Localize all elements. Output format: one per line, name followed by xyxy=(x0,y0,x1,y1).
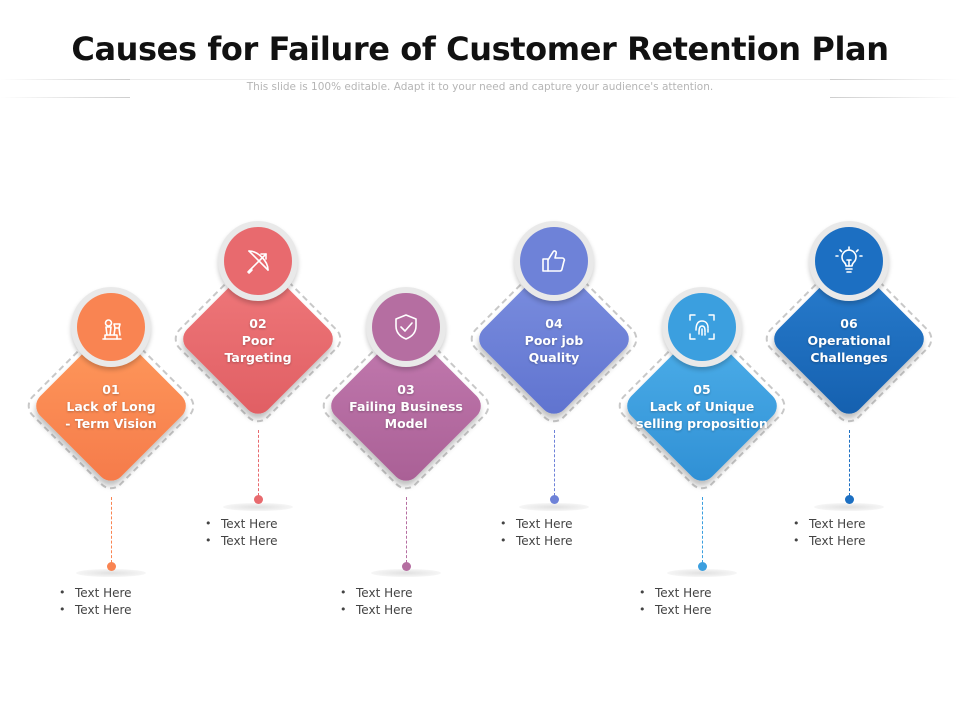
connector-dot xyxy=(550,495,559,504)
bullet-item: Text Here xyxy=(637,602,712,619)
step-title-line2: Quality xyxy=(528,350,580,365)
bullet-item: Text Here xyxy=(498,533,573,550)
decorative-line xyxy=(130,79,830,80)
decorative-line xyxy=(830,97,960,98)
bow-arrow-icon xyxy=(224,227,292,295)
bullet-item: Text Here xyxy=(498,516,573,533)
dot-shadow xyxy=(371,569,441,577)
bullet-item: Text Here xyxy=(791,516,866,533)
page-subtitle: This slide is 100% editable. Adapt it to… xyxy=(246,81,714,93)
bullet-item: Text Here xyxy=(57,585,132,602)
shield-check-icon xyxy=(372,293,440,361)
thumbs-up-icon xyxy=(520,227,588,295)
step-02: 02 Poor Targeting Text Here Text Here xyxy=(168,0,348,720)
connector-dot xyxy=(402,562,411,571)
step-03: 03 Failing Business Model Text Here Text… xyxy=(316,0,496,720)
bullet-item: Text Here xyxy=(338,585,413,602)
step-label: 03 Failing Business Model xyxy=(316,381,496,432)
step-label: 02 Poor Targeting xyxy=(168,315,348,366)
connector-line xyxy=(702,497,703,563)
connector-line xyxy=(111,497,112,563)
bullet-item: Text Here xyxy=(637,585,712,602)
connector-line xyxy=(258,430,259,496)
bullet-item: Text Here xyxy=(57,602,132,619)
dot-shadow xyxy=(519,503,589,511)
step-title-line1: Lack of Unique xyxy=(649,399,755,414)
step-title-line1: Operational xyxy=(807,333,891,348)
step-title-line2: selling proposition xyxy=(636,416,768,431)
connector-line xyxy=(554,430,555,496)
step-title-line2: - Term Vision xyxy=(65,416,157,431)
connector-dot xyxy=(107,562,116,571)
icon-ring xyxy=(366,287,446,367)
step-number: 05 xyxy=(693,382,711,397)
chess-pieces-icon xyxy=(77,293,145,361)
dot-shadow xyxy=(223,503,293,511)
step-number: 03 xyxy=(397,382,415,397)
bullet-list: Text Here Text Here xyxy=(498,516,573,549)
connector-dot xyxy=(254,495,263,504)
step-number: 01 xyxy=(102,382,120,397)
dot-shadow xyxy=(76,569,146,577)
step-05: 05 Lack of Unique selling proposition Te… xyxy=(612,0,792,720)
step-title-line1: Poor xyxy=(241,333,275,348)
bullet-item: Text Here xyxy=(203,516,278,533)
icon-ring xyxy=(218,221,298,301)
bullet-item: Text Here xyxy=(791,533,866,550)
decorative-line xyxy=(0,79,130,80)
step-06: 06 Operational Challenges Text Here Text… xyxy=(759,0,939,720)
icon-ring xyxy=(514,221,594,301)
step-title-line1: Poor job xyxy=(524,333,584,348)
step-label: 06 Operational Challenges xyxy=(759,315,939,366)
icon-ring xyxy=(662,287,742,367)
bullet-list: Text Here Text Here xyxy=(57,585,132,618)
icon-ring xyxy=(809,221,889,301)
connector-dot xyxy=(845,495,854,504)
step-title-line2: Challenges xyxy=(810,350,888,365)
bullet-list: Text Here Text Here xyxy=(203,516,278,549)
step-number: 02 xyxy=(249,316,267,331)
step-number: 04 xyxy=(545,316,563,331)
fingerprint-icon xyxy=(668,293,736,361)
bullet-list: Text Here Text Here xyxy=(791,516,866,549)
bullet-list: Text Here Text Here xyxy=(338,585,413,618)
step-number: 06 xyxy=(840,316,858,331)
step-title-line1: Lack of Long xyxy=(66,399,156,414)
step-label: 05 Lack of Unique selling proposition xyxy=(612,381,792,432)
step-04: 04 Poor job Quality Text Here Text Here xyxy=(464,0,644,720)
connector-line xyxy=(849,430,850,496)
step-title-line1: Failing Business xyxy=(349,399,463,414)
icon-ring xyxy=(71,287,151,367)
step-title-line2: Targeting xyxy=(224,350,292,365)
decorative-line xyxy=(830,79,960,80)
bullet-item: Text Here xyxy=(338,602,413,619)
step-01: 01 Lack of Long - Term Vision Text Here … xyxy=(21,0,201,720)
dot-shadow xyxy=(814,503,884,511)
bullet-list: Text Here Text Here xyxy=(637,585,712,618)
connector-line xyxy=(406,497,407,563)
lightbulb-icon xyxy=(815,227,883,295)
decorative-line xyxy=(0,97,130,98)
page-title: Causes for Failure of Customer Retention… xyxy=(71,30,889,68)
connector-dot xyxy=(698,562,707,571)
dot-shadow xyxy=(667,569,737,577)
step-label: 01 Lack of Long - Term Vision xyxy=(21,381,201,432)
bullet-item: Text Here xyxy=(203,533,278,550)
step-title-line2: Model xyxy=(384,416,428,431)
step-label: 04 Poor job Quality xyxy=(464,315,644,366)
